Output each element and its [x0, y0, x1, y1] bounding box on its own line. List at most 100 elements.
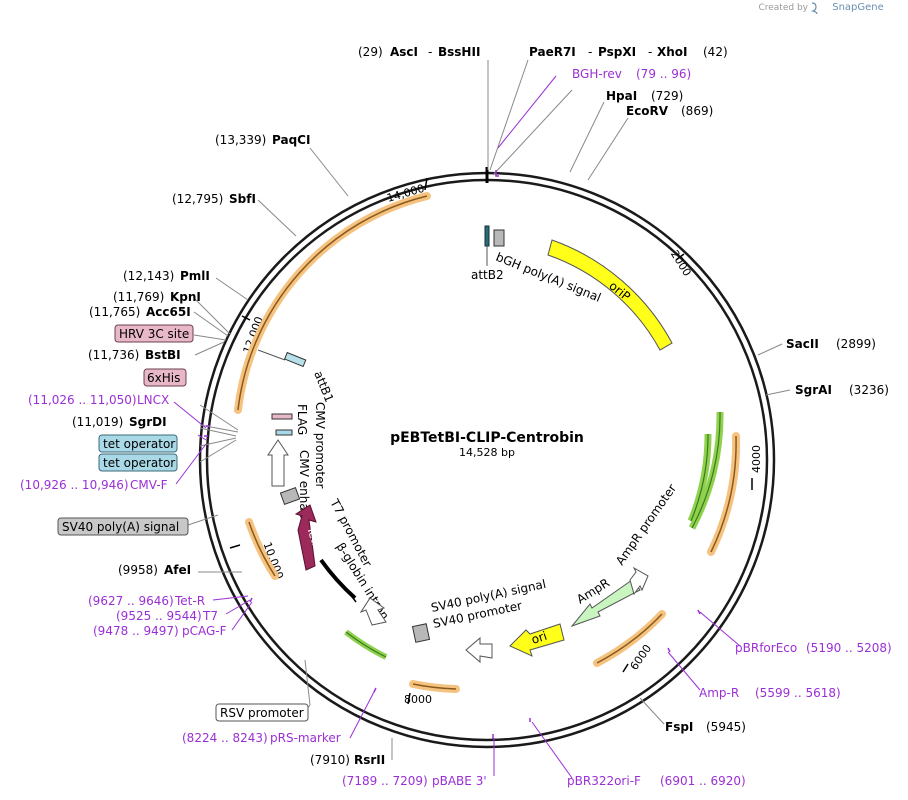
his-box: 6xHis — [143, 368, 187, 387]
cmv-promoter-label: CMV promoter — [313, 402, 327, 489]
tet-operator-box-1: tet operator — [98, 434, 178, 453]
tick-4000: 4000 — [750, 445, 763, 473]
attB2-marker — [484, 225, 490, 266]
bssHII-name: BssHII — [438, 45, 480, 59]
pspXI-name: PspXI — [598, 45, 636, 59]
orf-arc-lower-right — [593, 610, 666, 667]
pmlI-name: PmlI — [180, 269, 210, 283]
pbr322ori-range: (6901 .. 6920) — [660, 774, 746, 788]
sgrDI-num: (11,019) — [72, 415, 123, 429]
rsrII-num: (7910) — [310, 753, 350, 767]
attB2-label: attB2 — [471, 268, 504, 282]
sv40-polyA-box: SV40 poly(A) signal — [57, 517, 189, 536]
orf-arc-bottom — [409, 680, 460, 693]
flag-label: FLAG — [295, 404, 309, 435]
pbrforeco-name: pBRforEco — [735, 641, 797, 655]
tet-operator-label-1: tet operator — [103, 437, 175, 451]
amp-r-name: Amp-R — [699, 686, 739, 700]
hrv-3c-label: HRV 3C site — [119, 327, 189, 341]
t7-name: T7 — [202, 609, 218, 623]
plasmid-name: pEBTetBI-CLIP-Centrobin — [390, 430, 584, 446]
ecoRV-num: (869) — [681, 104, 713, 118]
sacII-name: SacII — [786, 337, 819, 351]
sv40-promoter-arrow — [465, 636, 493, 664]
beta-globin-arc — [319, 558, 357, 600]
hpaI-num: (729) — [651, 89, 683, 103]
pcag-name: pCAG-F — [182, 624, 227, 638]
afeI-num: (9958) — [118, 563, 158, 577]
primer-markers — [204, 170, 701, 739]
sbfI-name: SbfI — [229, 192, 256, 206]
credit-brand: SnapGene — [832, 2, 884, 13]
fspI-name: FspI — [665, 720, 693, 734]
orf-arc-left — [234, 192, 431, 414]
sv40-gray-box — [411, 623, 431, 643]
sv40-polyA-box-label: SV40 poly(A) signal — [62, 520, 179, 534]
tick-6000: 6000 — [628, 642, 655, 672]
pbabe-name: pBABE 3' — [432, 774, 487, 788]
sbfI-num: (12,795) — [172, 192, 223, 206]
pbabe-range: (7189 .. 7209) — [342, 774, 428, 788]
fspI-num: (5945) — [706, 720, 746, 734]
rsrII-name: RsrII — [354, 753, 385, 767]
xhoI-num: (42) — [703, 45, 728, 59]
paqCI-name: PaqCI — [272, 133, 310, 147]
flag-marker — [271, 413, 293, 420]
pbrforeco-range: (5190 .. 5208) — [806, 641, 892, 655]
tick-8000: 8000 — [404, 693, 432, 706]
hrv-3c-box: HRV 3C site — [114, 324, 194, 343]
credit-prefix: Created by — [758, 3, 808, 13]
his-marker — [275, 429, 293, 436]
ecoRV-name: EcoRV — [626, 104, 669, 118]
ascI-sep: - — [428, 45, 432, 59]
cmv-f-name: CMV-F — [130, 478, 168, 492]
attB1-label: attB1 — [311, 369, 336, 405]
sacII-num: (2899) — [836, 337, 876, 351]
tet-r-range: (9627 .. 9646) — [88, 594, 174, 608]
primer-leader-lines — [173, 75, 741, 779]
rsv-promoter-label: RSV promoter — [220, 706, 304, 720]
tick-2000: 2000 — [668, 248, 694, 279]
paeR7I-name: PaeR7I — [529, 45, 576, 59]
bstBI-num: (11,736) — [88, 348, 139, 362]
paeR7I-sep: - — [588, 45, 592, 59]
prs-marker-range: (8224 .. 8243) — [182, 731, 268, 745]
ampR-promoter-arrow — [629, 566, 649, 596]
lncx-name: LNCX — [137, 393, 169, 407]
acc65I-name: Acc65I — [146, 305, 191, 319]
xhoI-name: XhoI — [657, 45, 688, 59]
kpnI-num: (11,769) — [113, 290, 164, 304]
snapgene-credit: Created by SnapGene — [758, 2, 884, 15]
pmlI-num: (12,143) — [123, 269, 174, 283]
cmv-f-range: (10,926 .. 10,946) — [20, 478, 129, 492]
ori-label: ori — [530, 629, 549, 647]
tetR-feature: TetR — [294, 504, 324, 571]
rsv-promoter-box: RSV promoter — [215, 703, 309, 722]
acc65I-num: (11,765) — [89, 305, 140, 319]
bgh-box — [493, 229, 505, 247]
ascI-name: AscI — [390, 45, 418, 59]
bstBI-name: BstBI — [145, 348, 181, 362]
beta-globin-end — [349, 593, 357, 603]
green-arc-outer — [688, 411, 724, 530]
tet-operator-label-2: tet operator — [103, 456, 175, 470]
rsv-arrow — [359, 597, 387, 626]
green-arc-bottom — [344, 629, 388, 660]
pspXI-sep: - — [648, 45, 652, 59]
snapgene-logo-icon — [810, 2, 818, 15]
lncx-range: (11,026 .. 11,050) — [28, 393, 137, 407]
green-arc-inner — [687, 433, 712, 523]
cmv-gray-box — [279, 486, 301, 506]
pcag-range: (9478 .. 9497) — [93, 624, 179, 638]
t7-range: (9525 .. 9544) — [116, 609, 202, 623]
pbr322ori-name: pBR322ori-F — [567, 774, 641, 788]
bgh-rev-name: BGH-rev — [572, 67, 622, 81]
ampR-feature — [570, 579, 641, 628]
cmv-promoter-arrow — [267, 439, 289, 487]
tet-r-name: Tet-R — [174, 594, 205, 608]
sgrDI-name: SgrDI — [129, 415, 167, 429]
attB1-marker — [257, 349, 307, 368]
bgh-rev-range: (79 .. 96) — [636, 67, 691, 81]
sgrAI-num: (3236) — [849, 383, 889, 397]
